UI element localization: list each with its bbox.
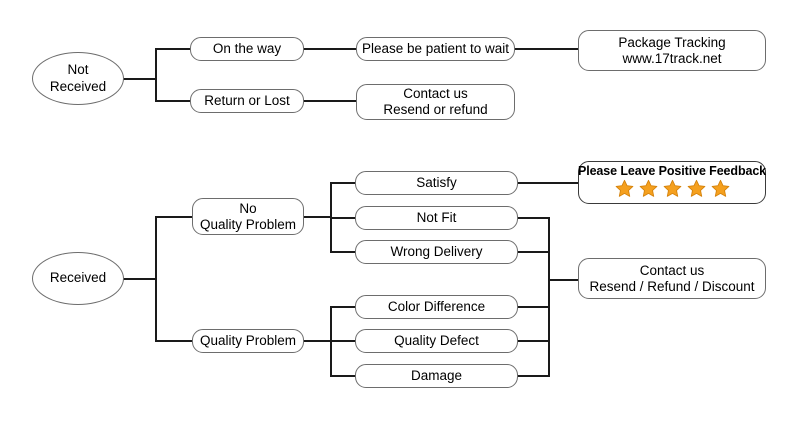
connector-to-on-the-way <box>155 48 191 50</box>
node-package-tracking[interactable]: Package Tracking www.17track.net <box>578 30 766 71</box>
node-quality-defect-label: Quality Defect <box>394 333 479 349</box>
node-package-tracking-line2: www.17track.net <box>622 50 722 66</box>
connector-to-quality-defect <box>330 340 356 342</box>
node-package-tracking-line1: Package Tracking <box>618 34 726 50</box>
node-contact-us-resend-refund[interactable]: Contact us Resend or refund <box>356 84 515 120</box>
connector-to-quality-problem <box>155 340 192 342</box>
node-not-fit-label: Not Fit <box>416 210 457 226</box>
node-not-received[interactable]: Not Received <box>32 52 124 105</box>
node-quality-problem[interactable]: Quality Problem <box>192 329 304 353</box>
node-quality-defect[interactable]: Quality Defect <box>355 329 518 353</box>
connector-quality-defect-to-bus <box>518 340 550 342</box>
node-not-received-line1: Not <box>67 62 89 78</box>
node-quality-problem-label: Quality Problem <box>199 333 297 349</box>
rating-stars[interactable] <box>615 179 730 203</box>
connector-satisfy-to-feedback <box>518 182 578 184</box>
node-satisfy[interactable]: Satisfy <box>355 171 518 195</box>
node-color-difference-label: Color Difference <box>387 299 486 315</box>
connector-not-fit-to-bus <box>518 217 550 219</box>
connector-return-to-contact <box>303 100 357 102</box>
connector-to-damage <box>330 375 356 377</box>
node-on-the-way-label: On the way <box>212 41 282 57</box>
connector-damage-to-bus <box>518 375 550 377</box>
connector-to-satisfy <box>330 182 356 184</box>
star-icon[interactable] <box>687 179 706 203</box>
node-received-label: Received <box>49 270 107 286</box>
connector-to-wrong-delivery <box>330 251 356 253</box>
star-icon[interactable] <box>711 179 730 203</box>
node-damage[interactable]: Damage <box>355 364 518 388</box>
connector-qp-stem <box>303 340 331 342</box>
connector-to-no-quality-problem <box>155 216 192 218</box>
node-no-quality-problem-line1: No <box>239 200 257 216</box>
star-icon[interactable] <box>663 179 682 203</box>
node-contact-us-resend-refund-discount[interactable]: Contact us Resend / Refund / Discount <box>578 258 766 299</box>
connector-nqp-stem <box>303 216 331 218</box>
connector-wrong-delivery-to-bus <box>518 251 550 253</box>
node-return-or-lost-label: Return or Lost <box>204 93 290 109</box>
star-icon[interactable] <box>639 179 658 203</box>
connector-not-received-stem <box>123 78 156 80</box>
node-not-fit[interactable]: Not Fit <box>355 206 518 230</box>
node-no-quality-problem-line2: Quality Problem <box>199 216 297 232</box>
node-positive-feedback-card[interactable]: Please Leave Positive Feedback <box>578 161 766 204</box>
connector-to-not-fit <box>330 217 356 219</box>
node-color-difference[interactable]: Color Difference <box>355 295 518 319</box>
connector-received-distributor <box>155 216 157 341</box>
connector-on-the-way-to-patient <box>303 48 357 50</box>
connector-patient-to-tracking <box>514 48 579 50</box>
node-damage-label: Damage <box>410 368 463 384</box>
node-contact-us-line1: Contact us <box>403 86 468 102</box>
feedback-prompt-label: Please Leave Positive Feedback <box>577 164 767 178</box>
node-not-received-line2: Received <box>49 78 107 94</box>
star-icon[interactable] <box>615 179 634 203</box>
node-no-quality-problem[interactable]: No Quality Problem <box>192 198 304 235</box>
node-return-or-lost[interactable]: Return or Lost <box>190 89 304 113</box>
node-wrong-delivery[interactable]: Wrong Delivery <box>355 240 518 264</box>
node-contact-us-line2: Resend or refund <box>383 102 488 117</box>
connector-received-stem <box>123 278 156 280</box>
node-contact-us-discount-line2: Resend / Refund / Discount <box>589 278 755 294</box>
connector-to-color-difference <box>330 306 356 308</box>
connector-merge-bus <box>548 217 550 377</box>
connector-color-difference-to-bus <box>518 306 550 308</box>
node-on-the-way[interactable]: On the way <box>190 37 304 61</box>
connector-to-return-or-lost <box>155 100 191 102</box>
node-satisfy-label: Satisfy <box>416 175 457 191</box>
node-please-be-patient-label: Please be patient to wait <box>361 41 510 57</box>
node-received[interactable]: Received <box>32 252 124 305</box>
node-please-be-patient[interactable]: Please be patient to wait <box>356 37 515 61</box>
connector-not-received-distributor <box>155 48 157 102</box>
node-wrong-delivery-label: Wrong Delivery <box>390 244 483 260</box>
connector-bus-to-contact-us <box>548 279 579 281</box>
node-contact-us-discount-line1: Contact us <box>639 262 705 278</box>
